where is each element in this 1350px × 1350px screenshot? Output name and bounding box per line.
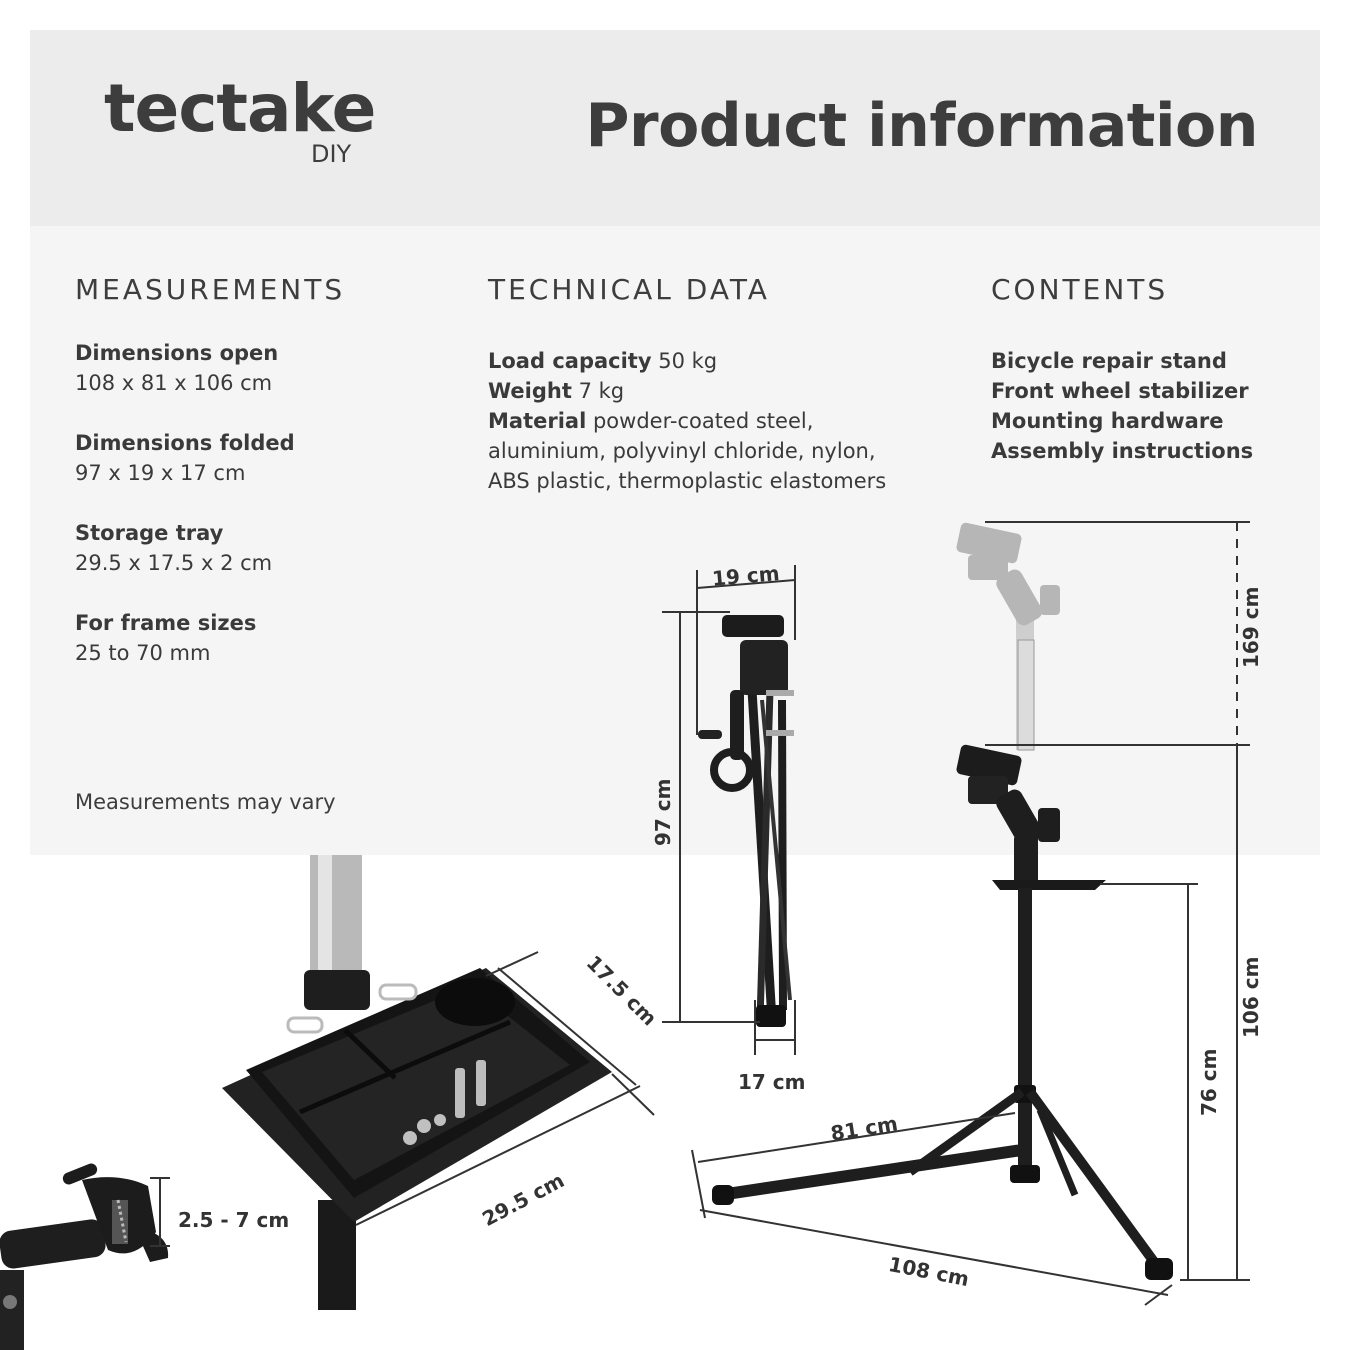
technical-heading: TECHNICAL DATA (488, 273, 770, 306)
spec-label: Dimensions open (75, 341, 279, 365)
dim-max-height: 169 cm (1239, 587, 1263, 668)
clamp-dimension-lines (150, 1177, 170, 1247)
spec-label: Storage tray (75, 521, 224, 545)
dim-folded-depth: 17 cm (738, 1070, 806, 1094)
spec-label: For frame sizes (75, 611, 257, 635)
brand-logo: tectake (104, 70, 376, 147)
tray-dimension-lines (355, 951, 655, 1226)
tray-closeup-illustration (222, 855, 612, 1310)
spec-value: 108 x 81 x 106 cm (75, 371, 273, 395)
spec-value: 97 x 19 x 17 cm (75, 461, 246, 485)
folded-dimension-lines (662, 565, 796, 1055)
weight-value: 7 kg (578, 379, 625, 403)
info-panel (30, 226, 1320, 855)
spec-storage-tray: Storage tray 29.5 x 17.5 x 2 cm (75, 518, 435, 578)
dim-tray-height: 76 cm (1197, 1049, 1221, 1117)
spec-dimensions-folded: Dimensions folded 97 x 19 x 17 cm (75, 428, 435, 488)
contents-heading: CONTENTS (991, 273, 1169, 306)
open-dimension-lines (691, 521, 1250, 1306)
weight-label: Weight (488, 379, 572, 403)
spec-label: Dimensions folded (75, 431, 295, 455)
measurements-note: Measurements may vary (75, 790, 336, 814)
clamp-closeup-illustration (0, 1163, 169, 1350)
load-label: Load capacity (488, 349, 652, 373)
spec-value: 25 to 70 mm (75, 641, 211, 665)
dim-tray-depth: 17.5 cm (582, 951, 662, 1031)
dim-folded-height: 97 cm (651, 779, 675, 847)
spec-frame-sizes: For frame sizes 25 to 70 mm (75, 608, 435, 668)
folded-stand-illustration (698, 615, 794, 1027)
header-band (30, 30, 1320, 226)
open-stand-illustration (712, 522, 1173, 1280)
dim-clamp-range: 2.5 - 7 cm (178, 1208, 289, 1232)
dim-open-height: 106 cm (1239, 957, 1263, 1038)
material-label: Material (488, 409, 587, 433)
dim-base-depth: 81 cm (829, 1111, 899, 1145)
spec-value: 29.5 x 17.5 x 2 cm (75, 551, 273, 575)
contents-item: Mounting hardware (991, 409, 1224, 433)
contents-item: Bicycle repair stand (991, 349, 1227, 373)
dim-folded-width: 19 cm (711, 561, 780, 591)
material-value: powder-coated steel, aluminium, polyviny… (488, 409, 887, 493)
measurements-heading: MEASUREMENTS (75, 273, 346, 306)
contents-list: Bicycle repair stand Front wheel stabili… (991, 346, 1301, 466)
technical-data: Load capacity 50 kg Weight 7 kg Material… (488, 346, 888, 496)
contents-item: Assembly instructions (991, 439, 1254, 463)
brand-sub: DIY (311, 140, 352, 168)
page-title: Product information (585, 91, 1259, 161)
spec-dimensions-open: Dimensions open 108 x 81 x 106 cm (75, 338, 435, 398)
contents-item: Front wheel stabilizer (991, 379, 1249, 403)
dim-tray-width: 29.5 cm (478, 1168, 568, 1231)
load-value: 50 kg (658, 349, 718, 373)
